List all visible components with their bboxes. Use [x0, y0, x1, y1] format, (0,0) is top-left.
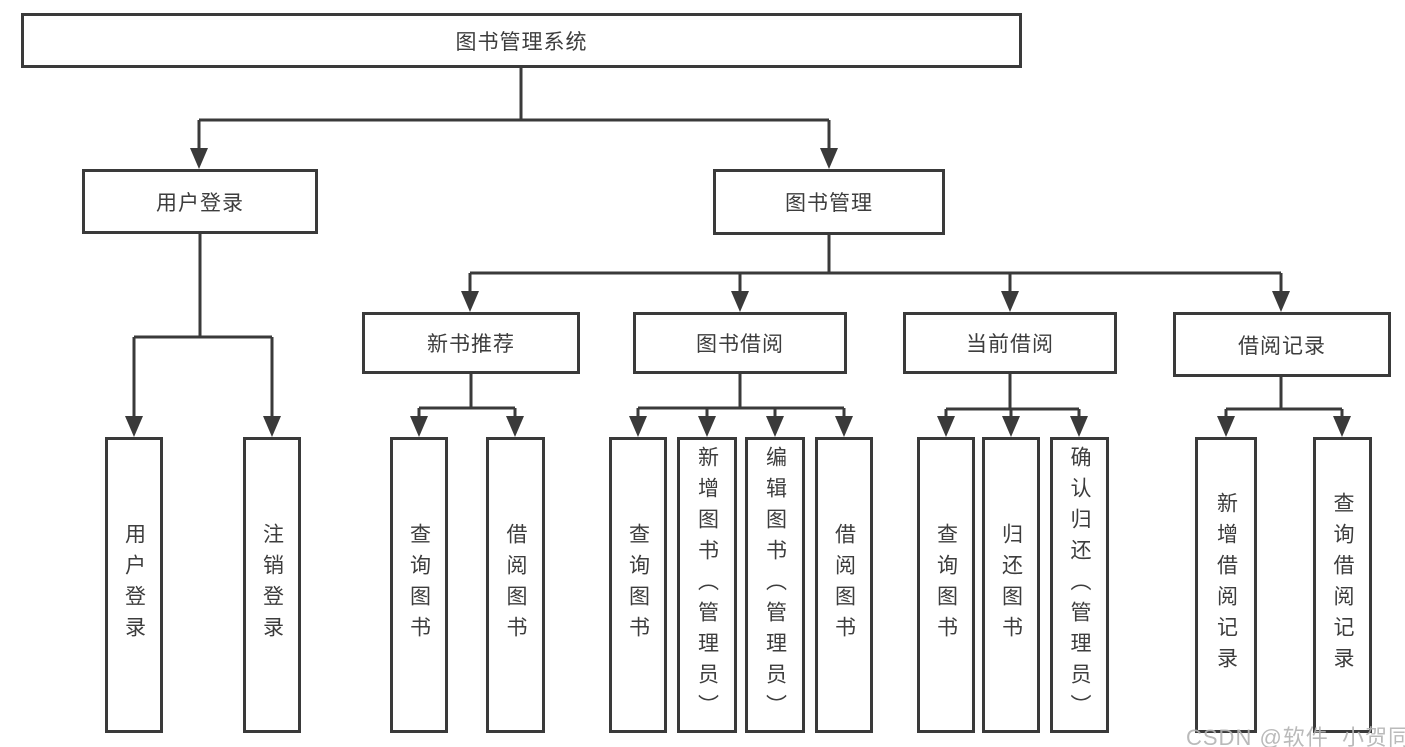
node-logout: 注销登录: [243, 437, 301, 733]
node-label: 新书推荐: [427, 333, 515, 356]
connector-user-login-to-leaves: [125, 233, 281, 437]
node-label: 图书借阅: [696, 333, 784, 356]
node-borrow-books-leaf: 借阅图书: [815, 437, 873, 733]
node-query-books-borrowing: 查询图书: [609, 437, 667, 733]
node-label: 确认归还（管理员）: [1068, 445, 1091, 725]
node-book-borrowing: 图书借阅: [633, 312, 847, 374]
node-query-books-current: 查询图书: [917, 437, 975, 733]
node-return-books: 归还图书: [982, 437, 1040, 733]
node-label: 当前借阅: [966, 333, 1054, 356]
node-add-borrow-record: 新增借阅记录: [1195, 437, 1257, 733]
node-label: 查询借阅记录: [1331, 492, 1354, 678]
node-label: 新增借阅记录: [1214, 492, 1238, 678]
node-label: 图书管理: [785, 192, 873, 215]
connector-book-management-to-level3: [461, 235, 1290, 312]
node-borrow-books-recommendation: 借阅图书: [486, 437, 545, 733]
node-label: 查询图书: [407, 523, 431, 647]
node-query-books-recommendation: 查询图书: [390, 437, 448, 733]
connector-root-to-level2: [190, 68, 838, 169]
connector-current-borrowing-to-leaves: [937, 374, 1088, 437]
connector-borrowing-records-to-leaves: [1217, 377, 1351, 437]
node-label: 新增图书（管理员）: [695, 445, 719, 725]
node-user-login: 用户登录: [82, 169, 318, 234]
node-edit-book-admin: 编辑图书（管理员）: [745, 437, 805, 733]
connector-book-borrowing-to-leaves: [629, 374, 853, 437]
node-label: 查询图书: [934, 523, 958, 647]
node-label: 查询图书: [626, 523, 650, 647]
node-user-login-leaf: 用户登录: [105, 437, 163, 733]
node-library-management-system: 图书管理系统: [21, 13, 1022, 68]
node-label: 借阅图书: [832, 523, 856, 647]
node-confirm-return-admin: 确认归还（管理员）: [1050, 437, 1109, 733]
node-label: 用户登录: [156, 191, 244, 215]
node-borrowing-records: 借阅记录: [1173, 312, 1391, 377]
node-label: 图书管理系统: [455, 30, 588, 54]
node-label: 借阅记录: [1238, 334, 1326, 358]
connector-new-book-recommendation-to-leaves: [410, 374, 524, 437]
node-query-borrow-record: 查询借阅记录: [1313, 437, 1372, 733]
node-current-borrowing: 当前借阅: [903, 312, 1117, 374]
node-book-management: 图书管理: [713, 169, 945, 235]
node-add-book-admin: 新增图书（管理员）: [677, 437, 737, 733]
node-label: 用户登录: [122, 523, 146, 647]
csdn-watermark: CSDN @软件_小贺同学: [1186, 725, 1405, 747]
node-new-book-recommendation: 新书推荐: [362, 312, 580, 374]
node-label: 归还图书: [999, 523, 1023, 647]
node-label: 借阅图书: [504, 523, 527, 647]
node-label: 编辑图书（管理员）: [763, 445, 787, 725]
node-label: 注销登录: [260, 523, 284, 647]
